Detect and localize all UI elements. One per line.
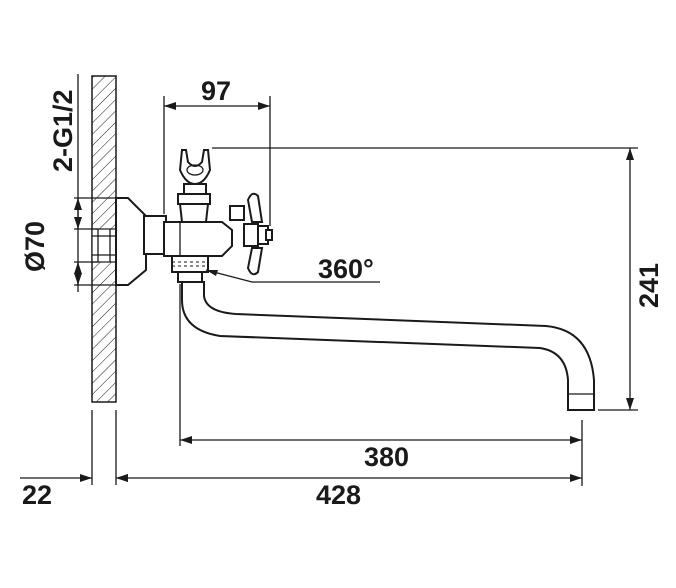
dimension-360: 360° [205,254,380,284]
dimension-360-label: 360° [318,254,374,284]
cross-handle [229,192,273,276]
wall-section [91,75,117,403]
dimension-380: 380 [179,284,583,472]
dimension-428: 428 [116,446,583,510]
dimension-428-label: 428 [316,480,361,510]
dimension-22-label: 22 [22,480,52,510]
dimension-380-label: 380 [364,442,409,472]
dimension-241-label: 241 [634,263,664,308]
wall-extension-lines [91,410,117,485]
mixer-body [163,193,233,257]
dimension-22: 22 [20,474,128,510]
wall-flange [115,197,167,286]
thread-spec: 2-G1/2 [48,74,98,292]
dimension-diameter-70-label: Ø70 [20,221,50,272]
shower-holder [178,149,212,195]
dimension-241: 241 [212,147,664,411]
dimension-97: 97 [163,76,271,226]
spout [181,281,595,411]
swivel-nut [171,255,209,283]
thread-spec-label: 2-G1/2 [48,89,78,172]
dimension-97-label: 97 [201,76,231,106]
